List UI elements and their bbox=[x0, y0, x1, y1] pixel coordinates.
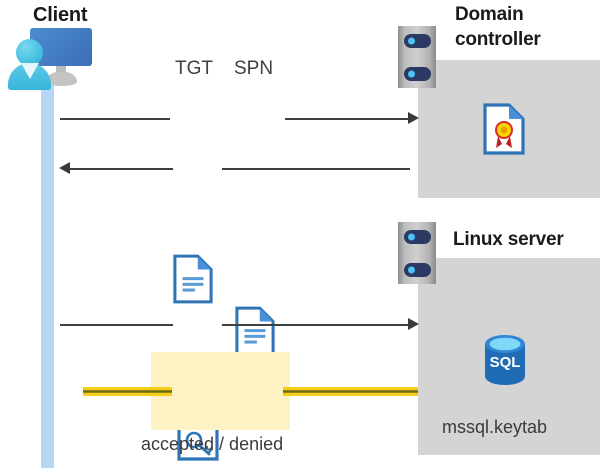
request-arrow-line-right bbox=[285, 118, 410, 120]
service-ticket-arrow-head bbox=[408, 318, 419, 330]
auth-result-highlight-box bbox=[151, 352, 290, 430]
service-ticket-line-right bbox=[222, 324, 410, 326]
domain-controller-title-line2: controller bbox=[455, 29, 541, 50]
server-led-3 bbox=[408, 233, 415, 241]
ticket-response-line-right bbox=[222, 168, 410, 170]
certificate-document-icon bbox=[483, 103, 600, 155]
monitor-neck-icon bbox=[56, 66, 66, 76]
server-slot-4 bbox=[404, 263, 431, 277]
server-led-2 bbox=[408, 70, 415, 78]
tgt-label: TGT bbox=[175, 58, 213, 79]
server-led-4 bbox=[408, 266, 415, 274]
sql-database-icon: SQL bbox=[482, 333, 600, 392]
auth-result-line-left bbox=[83, 387, 172, 396]
person-collar-icon bbox=[21, 63, 39, 79]
domain-controller-server-icon bbox=[398, 26, 436, 88]
ticket-response-line-left bbox=[70, 168, 173, 170]
service-ticket-line-left bbox=[60, 324, 173, 326]
ticket-response-arrow-head bbox=[59, 162, 70, 174]
linux-server-server-icon bbox=[398, 222, 436, 284]
client-workstation-icon bbox=[8, 28, 92, 90]
server-slot-2 bbox=[404, 67, 431, 81]
client-lifeline bbox=[41, 80, 54, 468]
server-slot-1 bbox=[404, 34, 431, 48]
spn-document-icon bbox=[235, 305, 600, 357]
mssql-keytab-label: mssql.keytab bbox=[442, 417, 548, 437]
monitor-base-icon bbox=[46, 72, 77, 86]
domain-controller-title-line1: Domain bbox=[455, 4, 524, 25]
linux-server-title: Linux server bbox=[453, 229, 564, 250]
request-arrow-line-left bbox=[60, 118, 170, 120]
client-title: Client bbox=[33, 4, 88, 26]
spn-label: SPN bbox=[234, 58, 274, 79]
server-slot-3 bbox=[404, 230, 431, 244]
accepted-denied-label: accepted / denied bbox=[141, 434, 284, 454]
auth-result-line-right bbox=[283, 387, 418, 396]
server-led-1 bbox=[408, 37, 415, 45]
tgt-document-icon bbox=[173, 253, 600, 305]
request-arrow-head bbox=[408, 112, 419, 124]
sql-database-label: SQL bbox=[490, 354, 521, 371]
person-head-icon bbox=[16, 39, 43, 66]
